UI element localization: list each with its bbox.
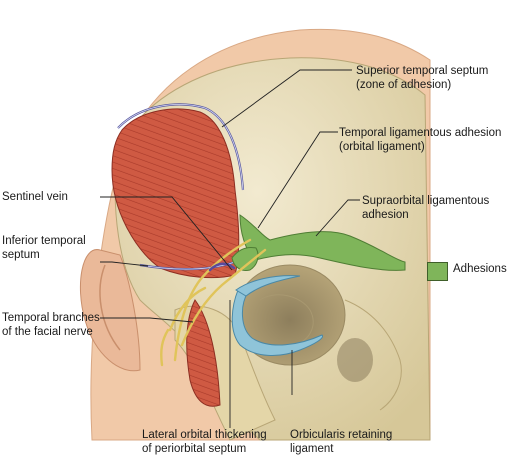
facial-nerve-branches <box>160 238 267 367</box>
legend-label: Adhesions <box>453 263 507 275</box>
sentinel-vein <box>208 262 236 272</box>
label-supraorbital-ligamentous-adhesion: Supraorbital ligamentous adhesion <box>362 195 490 221</box>
label-temporal-ligamentous-adhesion: Temporal ligamentous adhesion (orbital l… <box>339 127 502 153</box>
label-sentinel-vein: Sentinel vein <box>2 191 68 203</box>
label-inferior-temporal-septum: Inferior temporal septum <box>2 235 86 261</box>
ear <box>79 249 141 372</box>
label-orbicularis-retaining-ligament: Orbicularis retaining ligament <box>290 429 393 455</box>
label-superior-temporal-septum: Superior temporal septum (zone of adhesi… <box>356 65 489 91</box>
temporal-ligamentous-adhesion <box>231 247 259 271</box>
periorbital-septum <box>231 289 324 356</box>
label-lateral-orbital-thickening: Lateral orbital thickening of periorbita… <box>142 429 267 455</box>
legend-swatch <box>427 262 448 281</box>
label-temporal-branches-facial-nerve: Temporal branches of the facial nerve <box>2 312 100 338</box>
